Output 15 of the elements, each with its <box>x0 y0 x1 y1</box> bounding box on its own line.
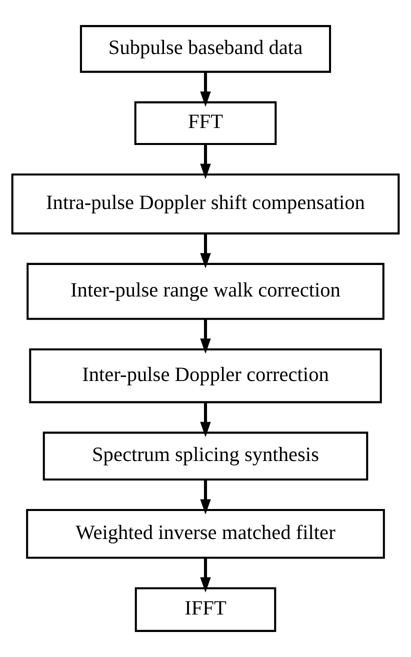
arrow <box>200 72 211 107</box>
node-box: Weighted inverse matched filter <box>26 508 385 559</box>
node-box: FFT <box>134 101 277 145</box>
arrow <box>200 480 211 514</box>
arrow <box>200 144 211 180</box>
node-box: IFFT <box>134 587 276 632</box>
node-box: Subpulse baseband data <box>80 25 332 73</box>
node-box: Spectrum splicing synthesis <box>42 432 368 480</box>
node-box: Inter-pulse Doppler correction <box>29 348 382 404</box>
node-box: Inter-pulse range walk correction <box>26 262 384 320</box>
arrow <box>200 318 211 354</box>
arrow <box>200 558 211 593</box>
node-box: Intra-pulse Doppler shift compensation <box>11 173 400 234</box>
arrow <box>200 234 211 268</box>
arrow <box>200 402 211 438</box>
